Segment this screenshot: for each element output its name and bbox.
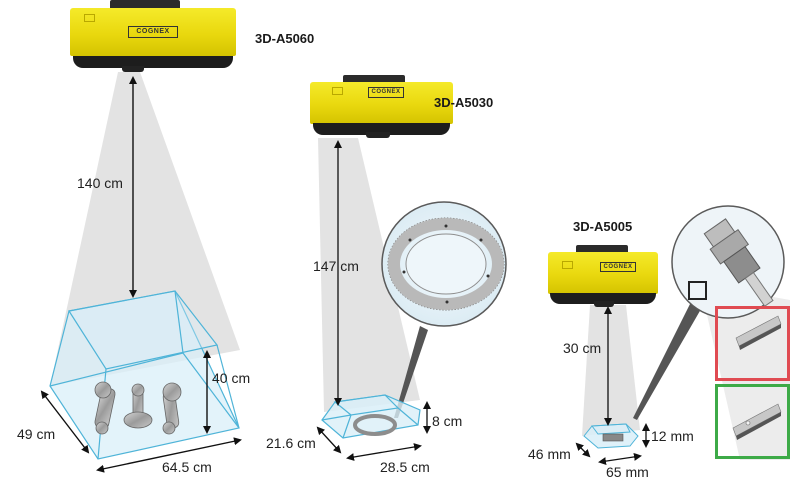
model-label-a5030: 3D-A5030 [434,95,494,110]
defect-bar-image [735,315,782,350]
fov-depth-a5030: 21.6 cm [266,435,316,451]
camera-3d-a5060: COGNEX [70,0,236,72]
zoom-region-marker [688,281,707,300]
fitting-magnifier [671,205,785,319]
ring-gear-magnifier [381,201,507,327]
cognex-logo: COGNEX [128,26,178,38]
fov-depth-a5060: 49 cm [17,426,56,442]
fov-cone-a5030 [318,138,420,412]
model-label-a5005: 3D-A5005 [573,219,633,234]
connecting-rods-image [94,381,182,435]
working-distance-a5060: 140 cm [77,175,123,191]
pass-result-frame [715,384,790,459]
fov-depth-a5005: 46 mm [528,446,571,462]
fov-height-a5030: 8 cm [432,413,463,429]
model-label-a5060: 3D-A5060 [255,31,315,46]
cognex-logo: COGNEX [600,262,636,272]
defect-result-frame [715,306,790,381]
ring-gear-small [353,414,397,436]
fitting-small [602,433,624,442]
camera-3d-a5005: COGNEX [548,245,658,307]
fov-width-a5030: 28.5 cm [380,459,430,475]
working-distance-a5005: 30 cm [563,340,602,356]
cognex-logo: COGNEX [368,87,404,98]
working-distance-a5030: 147 cm [313,258,359,274]
fov-width-a5060: 64.5 cm [162,459,212,475]
fov-height-a5005: 12 mm [651,428,694,444]
camera-3d-a5030: COGNEX [310,75,453,139]
fov-cone-a5005 [582,305,640,436]
good-bar-image [732,403,782,440]
fov-width-a5005: 65 mm [606,464,649,480]
fov-height-a5060: 40 cm [212,370,251,386]
